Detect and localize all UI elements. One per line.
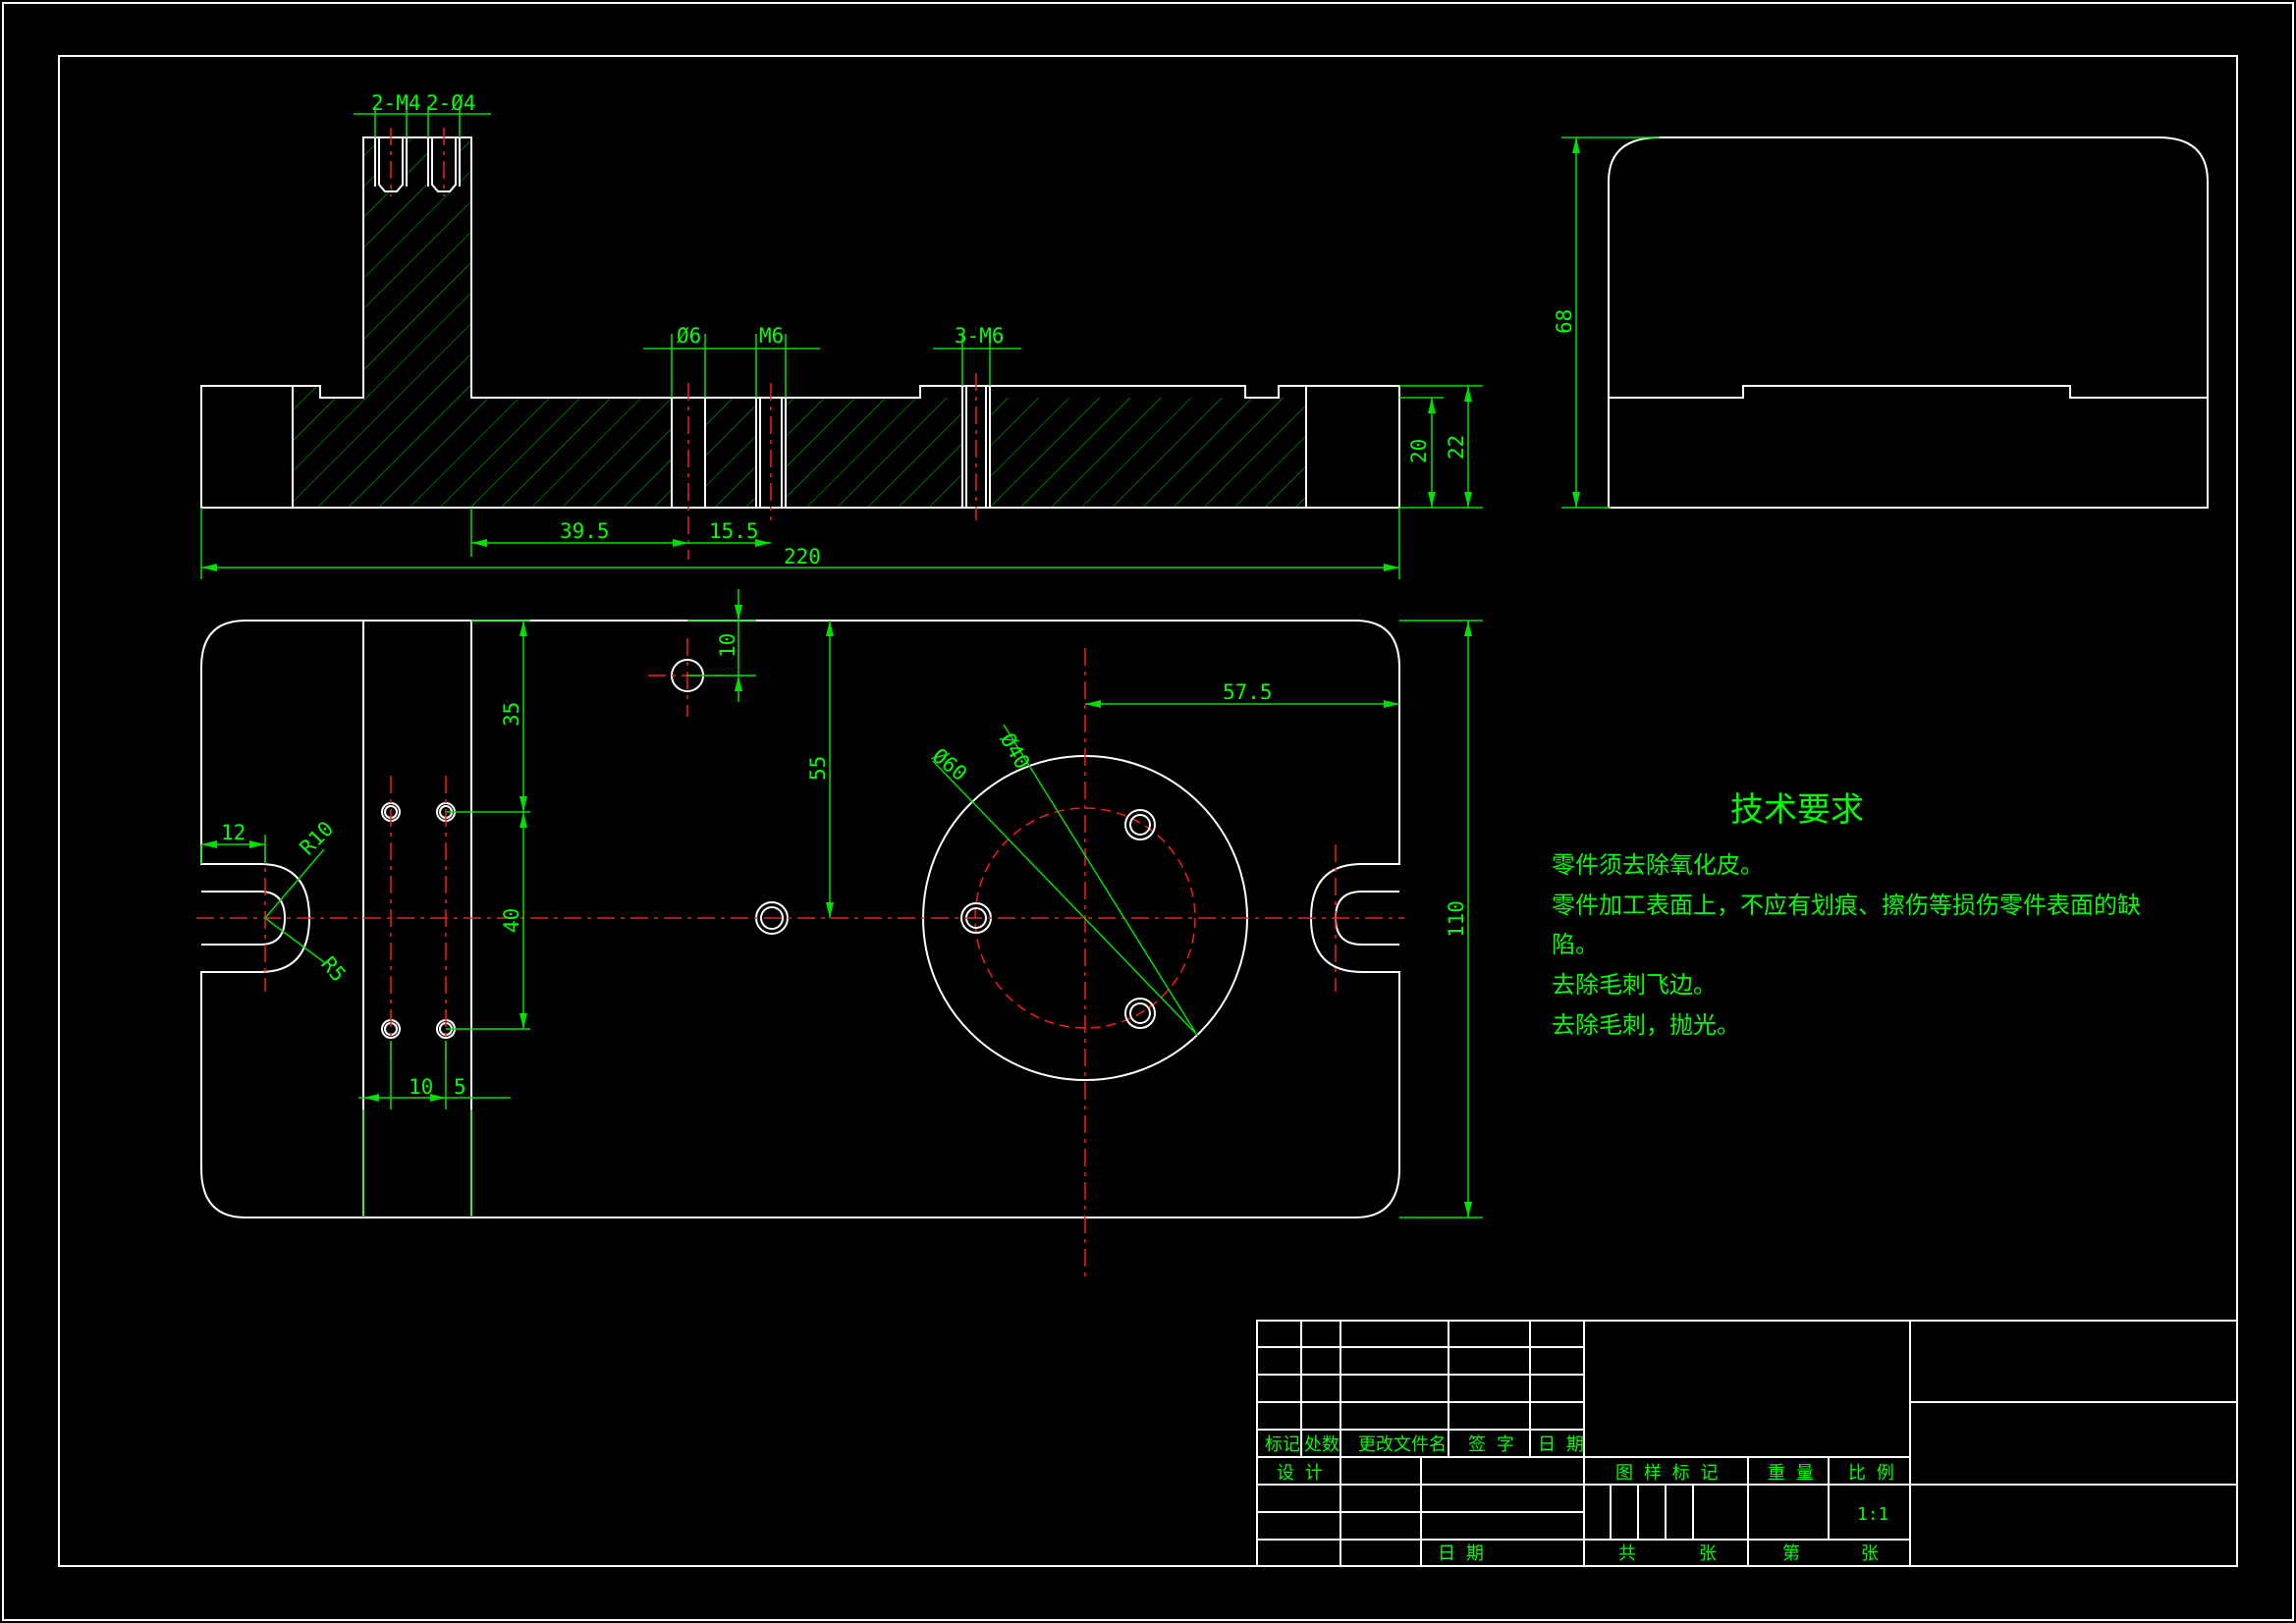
tb-bili: 比 例	[1848, 1463, 1894, 1484]
tb-zhongliang: 重 量	[1768, 1463, 1814, 1484]
tb-riqi: 日 期	[1538, 1434, 1584, 1455]
front-section-view	[200, 128, 1400, 560]
note-line-1: 零件须去除氧化皮。	[1552, 851, 1764, 879]
dim-10-bottom: 10	[409, 1075, 433, 1099]
note-line-3: 陷。	[1552, 931, 1599, 958]
dim-22: 22	[1445, 435, 1468, 460]
tb-zhang1: 张	[1699, 1543, 1717, 1564]
tb-di: 第	[1782, 1543, 1800, 1564]
inner-frame	[58, 55, 2238, 1567]
title-block: 标记 处数 更改文件名 签 字 日 期 设 计 日 期 图 样 标 记 重 量 …	[1256, 1320, 2238, 1567]
dim-110: 110	[1445, 900, 1468, 938]
dim-220: 220	[784, 545, 821, 568]
dim-3-m6: 3-M6	[955, 324, 1005, 348]
dim-15-5: 15.5	[709, 519, 759, 543]
dim-68: 68	[1553, 309, 1576, 334]
tb-tuyang: 图 样 标 记	[1615, 1463, 1719, 1484]
dim-m6: M6	[759, 324, 784, 348]
dim-57-5: 57.5	[1223, 680, 1273, 704]
tb-scale-value: 1:1	[1857, 1504, 1889, 1525]
tb-riqi2: 日 期	[1438, 1543, 1484, 1564]
tb-zhang2: 张	[1861, 1543, 1879, 1564]
dim-12: 12	[221, 821, 246, 844]
dim-phi6: Ø6	[677, 324, 701, 348]
dim-5: 5	[454, 1075, 466, 1099]
note-line-5: 去除毛刺，抛光。	[1552, 1011, 1740, 1039]
dim-55: 55	[806, 756, 830, 781]
technical-requirements: 技术要求 零件须去除氧化皮。 零件加工表面上，不应有划痕、擦伤等损伤零件表面的缺…	[1552, 790, 2141, 1039]
tb-sheji: 设 计	[1277, 1463, 1323, 1484]
dim-39-5: 39.5	[560, 519, 610, 543]
dim-10-top: 10	[716, 633, 739, 658]
dim-40: 40	[500, 908, 523, 933]
tb-gengai: 更改文件名	[1358, 1434, 1447, 1455]
tb-gong: 共	[1618, 1543, 1636, 1564]
dim-20: 20	[1407, 439, 1431, 463]
top-dimensions: 10 55 35 40 57.5 Ø40 Ø60 12 R10 R5	[200, 589, 1483, 1218]
dim-phi60: Ø60	[928, 743, 971, 785]
note-line-4: 去除毛刺飞边。	[1552, 971, 1717, 999]
dim-2-phi4: 2-Ø4	[426, 91, 476, 115]
dim-35: 35	[500, 702, 523, 727]
front-dimensions: 2-M4 2-Ø4 Ø6 M6 3-M6 39.5 15.5 220	[200, 91, 1483, 579]
dim-2-m4: 2-M4	[371, 91, 421, 115]
dim-r5: R5	[316, 952, 351, 987]
notes-title: 技术要求	[1730, 790, 1864, 830]
side-view: 68	[1553, 136, 2209, 509]
top-view	[196, 620, 1404, 1276]
tb-chushu: 处数	[1304, 1434, 1339, 1455]
note-line-2: 零件加工表面上，不应有划痕、擦伤等损伤零件表面的缺	[1552, 892, 2141, 919]
tb-qianzi: 签 字	[1468, 1434, 1514, 1455]
tb-biaoji: 标记	[1265, 1434, 1300, 1455]
dim-r10: R10	[296, 817, 339, 860]
